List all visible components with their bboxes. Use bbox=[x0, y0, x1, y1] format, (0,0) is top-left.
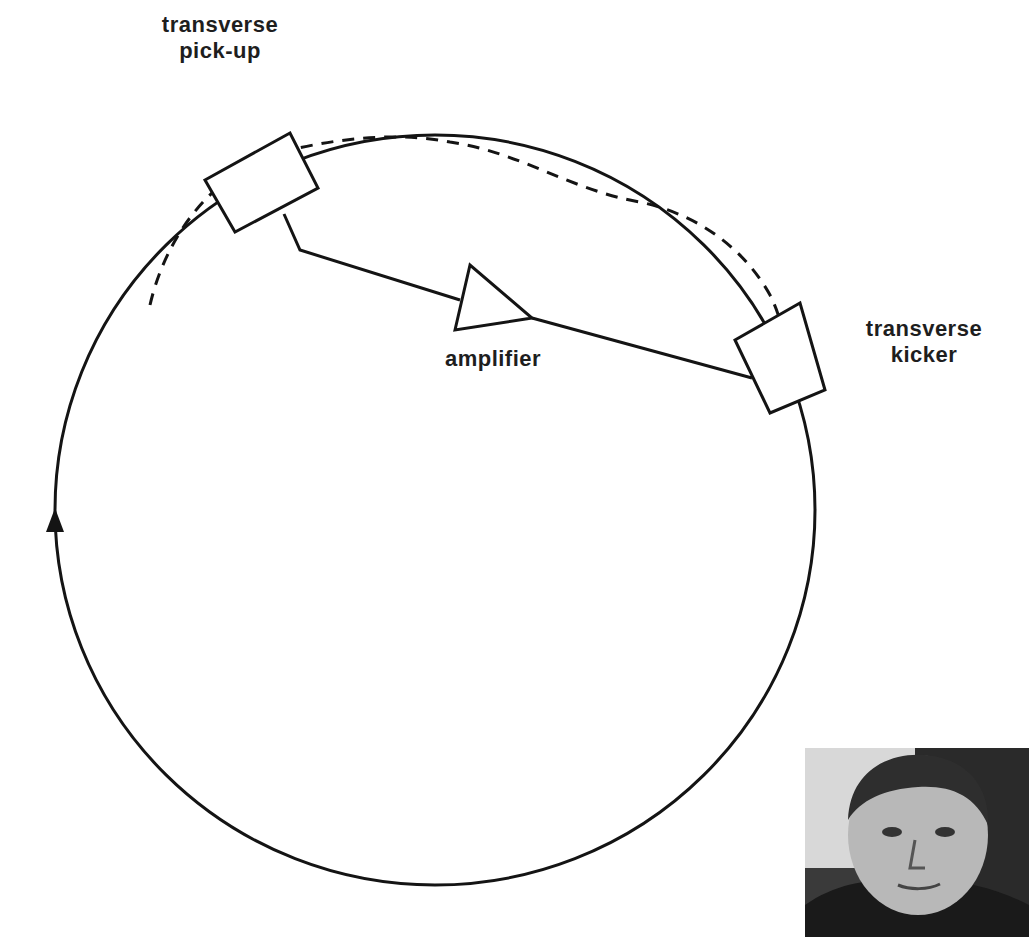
pickup-box: transverse pick-up bbox=[200, 126, 324, 238]
signal-cable bbox=[532, 318, 752, 378]
node-label: transverse pick-up bbox=[136, 12, 304, 64]
node-outline bbox=[200, 126, 324, 238]
amplifier-triangle: amplifier bbox=[453, 262, 535, 332]
kicker-box: transverse kicker bbox=[730, 298, 830, 418]
signal-cable bbox=[284, 214, 460, 300]
node-outline bbox=[453, 262, 535, 332]
storage-ring bbox=[55, 135, 815, 885]
portrait-photo bbox=[805, 748, 1029, 937]
node-label: transverse kicker bbox=[836, 316, 1012, 368]
node-label: amplifier bbox=[393, 346, 593, 372]
node-outline bbox=[730, 298, 830, 418]
direction-arrow bbox=[46, 508, 64, 532]
